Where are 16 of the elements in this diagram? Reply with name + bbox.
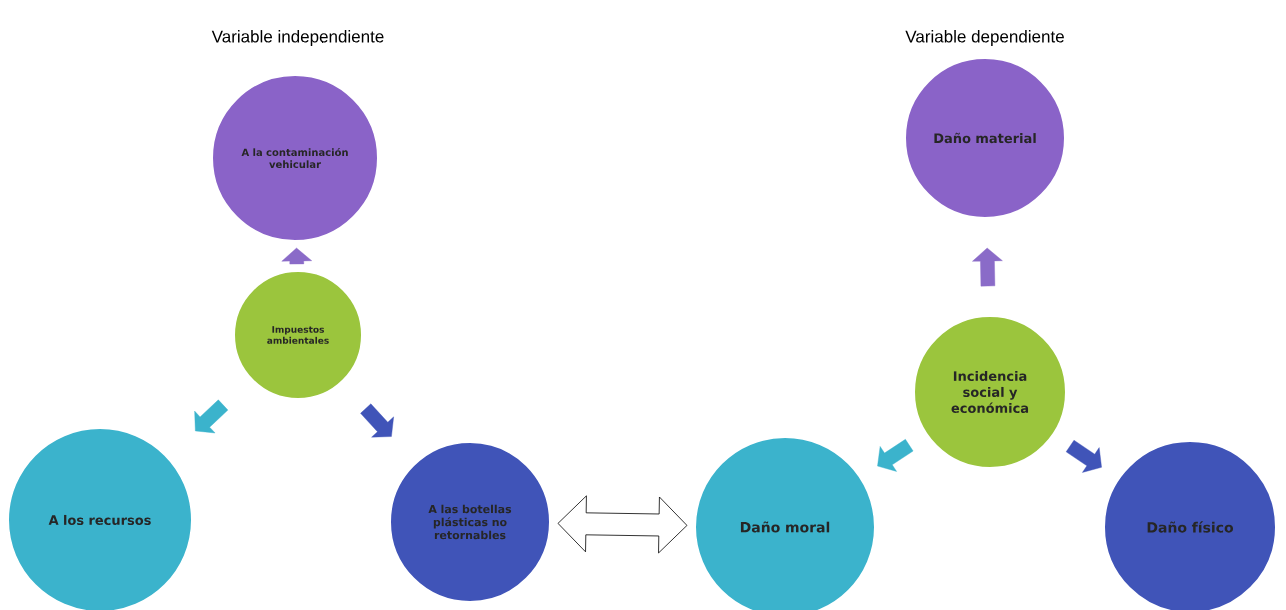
- circle-node: Daño físico: [1103, 440, 1277, 610]
- circle-node: A las botellas plásticas no retornables: [389, 441, 551, 603]
- double-arrow: [557, 495, 688, 554]
- circle-node: Daño material: [904, 57, 1066, 219]
- block-arrow: [360, 403, 394, 438]
- block-arrow: [1065, 440, 1102, 473]
- heading: Variable independiente: [211, 30, 384, 46]
- block-arrow: [194, 399, 229, 434]
- circle-node: A la contaminación vehicular: [211, 74, 379, 242]
- circle-node: A los recursos: [7, 427, 193, 610]
- block-arrow: [281, 247, 312, 265]
- circle-node: Incidencia social y económica: [913, 315, 1067, 469]
- block-arrow: [972, 247, 1003, 287]
- circle-node: Impuestos ambientales: [233, 270, 363, 400]
- block-arrow: [877, 439, 914, 472]
- circle-node: Daño moral: [694, 436, 876, 610]
